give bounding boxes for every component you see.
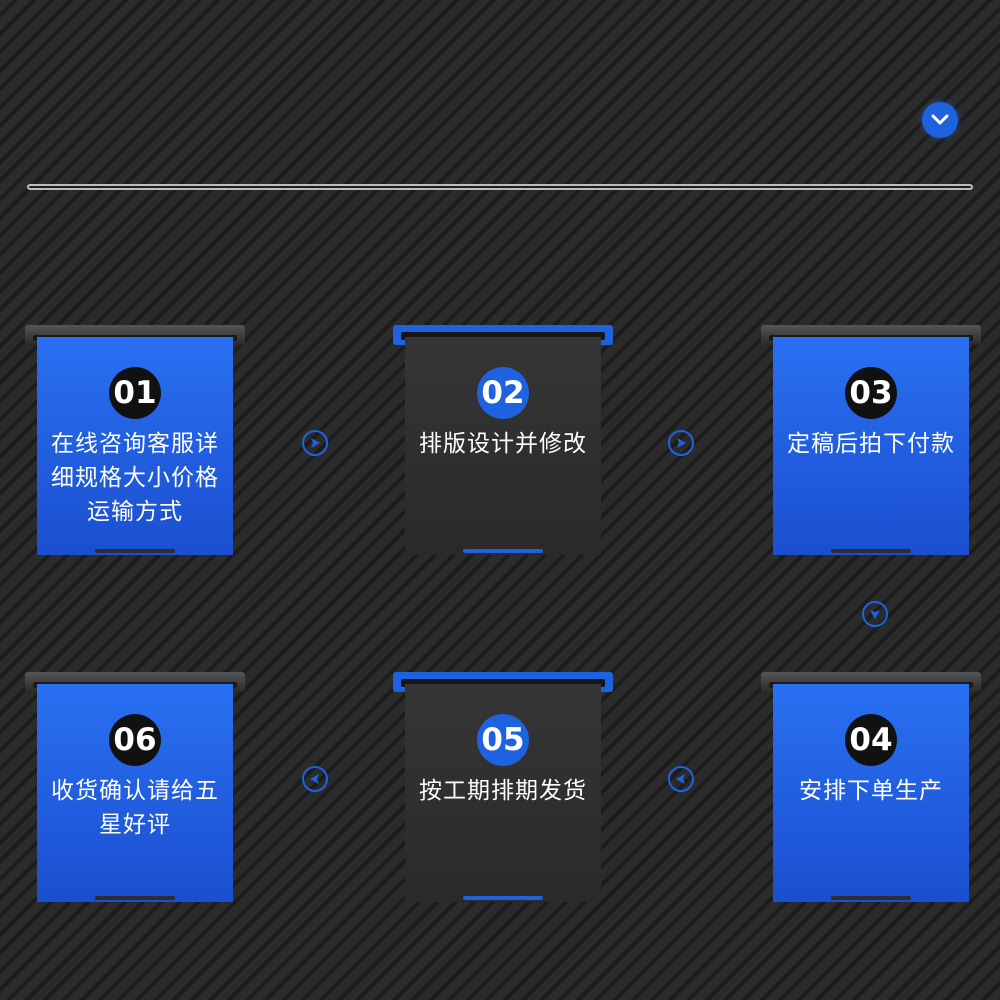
connector-03-04 — [862, 601, 888, 627]
step-card-06: 06 收货确认请给五星好评 — [25, 672, 245, 904]
connector-01-02 — [302, 430, 328, 456]
connector-04-05 — [668, 766, 694, 792]
expand-toggle-button[interactable] — [922, 102, 958, 138]
step-card-05: 05 按工期排期发货 — [393, 672, 613, 904]
arrow-right-icon — [311, 438, 320, 448]
card-panel: 06 收货确认请给五星好评 — [37, 684, 233, 902]
card-panel: 03 定稿后拍下付款 — [773, 337, 969, 555]
step-number: 03 — [845, 367, 897, 419]
card-foot — [463, 896, 543, 900]
step-number: 04 — [845, 714, 897, 766]
step-number: 01 — [109, 367, 161, 419]
connector-02-03 — [668, 430, 694, 456]
step-card-03: 03 定稿后拍下付款 — [761, 325, 981, 557]
card-foot — [831, 549, 911, 553]
card-panel: 01 在线咨询客服详细规格大小价格运输方式 — [37, 337, 233, 555]
step-number: 02 — [477, 367, 529, 419]
card-panel: 05 按工期排期发货 — [405, 684, 601, 902]
step-number: 05 — [477, 714, 529, 766]
step-text: 收货确认请给五星好评 — [51, 778, 219, 838]
chevron-down-icon — [931, 114, 949, 125]
arrow-left-icon — [310, 774, 319, 784]
card-foot — [831, 896, 911, 900]
card-foot — [463, 549, 543, 553]
step-card-04: 04 安排下单生产 — [761, 672, 981, 904]
step-text: 按工期排期发货 — [419, 778, 587, 804]
step-text: 排版设计并修改 — [419, 431, 587, 457]
step-text: 在线咨询客服详细规格大小价格运输方式 — [51, 431, 219, 525]
card-foot — [95, 896, 175, 900]
card-foot — [95, 549, 175, 553]
step-card-01: 01 在线咨询客服详细规格大小价格运输方式 — [25, 325, 245, 557]
step-text: 安排下单生产 — [799, 778, 943, 804]
step-card-02: 02 排版设计并修改 — [393, 325, 613, 557]
connector-05-06 — [302, 766, 328, 792]
card-panel: 04 安排下单生产 — [773, 684, 969, 902]
step-text: 定稿后拍下付款 — [787, 431, 955, 457]
divider-bar — [27, 184, 973, 190]
card-panel: 02 排版设计并修改 — [405, 337, 601, 555]
step-number: 06 — [109, 714, 161, 766]
arrow-left-icon — [676, 774, 685, 784]
arrow-down-icon — [870, 610, 880, 619]
arrow-right-icon — [677, 438, 686, 448]
